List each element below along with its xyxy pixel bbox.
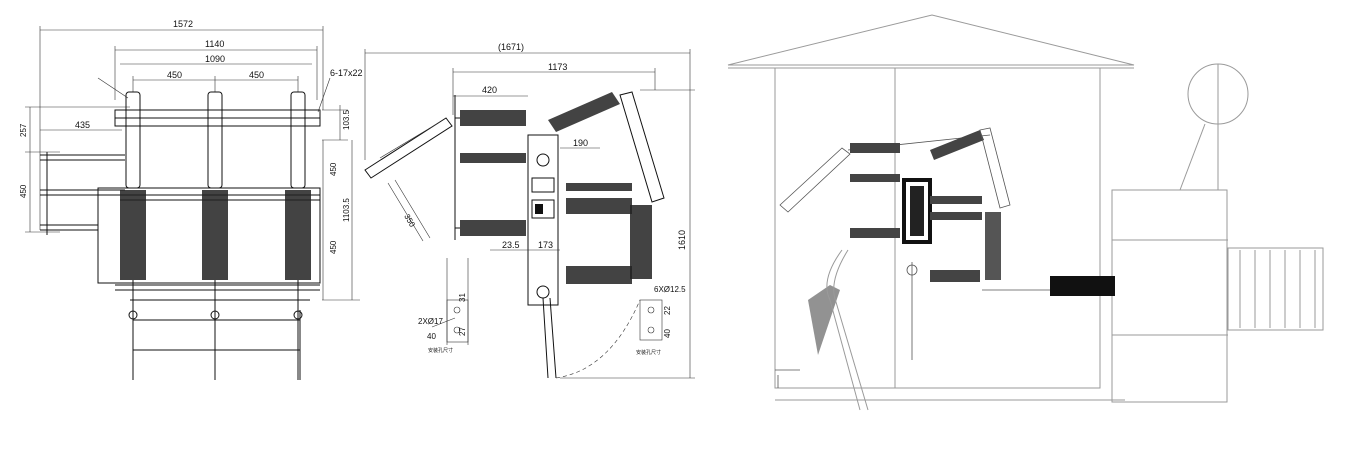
dim-left-450: 450 xyxy=(19,184,28,198)
dim-side-40b: 40 xyxy=(663,329,672,338)
dim-side-1610: 1610 xyxy=(677,230,687,250)
dim-overall-width: 1572 xyxy=(173,19,193,29)
dim-side-190: 190 xyxy=(573,138,588,148)
insulator-bottom xyxy=(460,220,526,236)
dim-right-103-5: 103.5 xyxy=(342,109,351,130)
dim-side-holes-2: 2XØ17 xyxy=(418,317,443,326)
dim-left-257: 257 xyxy=(19,123,28,137)
dim-right-1103-5: 1103.5 xyxy=(342,198,351,222)
dim-span-1140: 1140 xyxy=(205,39,224,49)
dim-side-1173: 1173 xyxy=(548,62,567,72)
upper-insulator xyxy=(548,92,620,132)
dim-side-420: 420 xyxy=(482,85,497,95)
side-view: (1671) 1173 420 1610 350 190 xyxy=(364,42,695,379)
dim-right-450-bottom: 450 xyxy=(329,240,338,254)
dim-side-31: 31 xyxy=(458,293,467,302)
dim-holes: 6-17x22 xyxy=(330,68,363,78)
bushing xyxy=(1050,276,1115,296)
note-mounting-left: 安装孔尺寸 xyxy=(428,347,453,354)
insulator-mid xyxy=(460,153,526,163)
mechanism-cabinet xyxy=(527,134,559,306)
dim-side-173: 173 xyxy=(538,240,553,250)
dim-right-450-top: 450 xyxy=(329,162,338,176)
dim-side-23-5: 23.5 xyxy=(502,240,520,250)
insulator-top xyxy=(460,110,526,126)
phase-c xyxy=(285,91,311,380)
dim-side-holes-6: 6XØ12.5 xyxy=(654,285,686,294)
dim-side-27: 27 xyxy=(458,327,467,336)
phase-a xyxy=(120,91,146,380)
dim-left-435: 435 xyxy=(75,120,90,130)
substation-view xyxy=(727,14,1324,411)
dim-span-1090: 1090 xyxy=(205,54,225,64)
front-view: 1572 1140 1090 450 450 6-17x22 257 435 4… xyxy=(19,19,363,380)
dim-side-350: 350 xyxy=(402,213,417,230)
dim-side-22: 22 xyxy=(663,306,672,315)
fuse-column xyxy=(630,205,652,279)
dim-side-40: 40 xyxy=(427,332,436,341)
phase-b xyxy=(202,91,228,380)
dim-side-overall: (1671) xyxy=(498,42,524,52)
dim-phase-left: 450 xyxy=(167,70,182,80)
dim-phase-right: 450 xyxy=(249,70,264,80)
note-mounting-right: 安装孔尺寸 xyxy=(636,349,661,356)
